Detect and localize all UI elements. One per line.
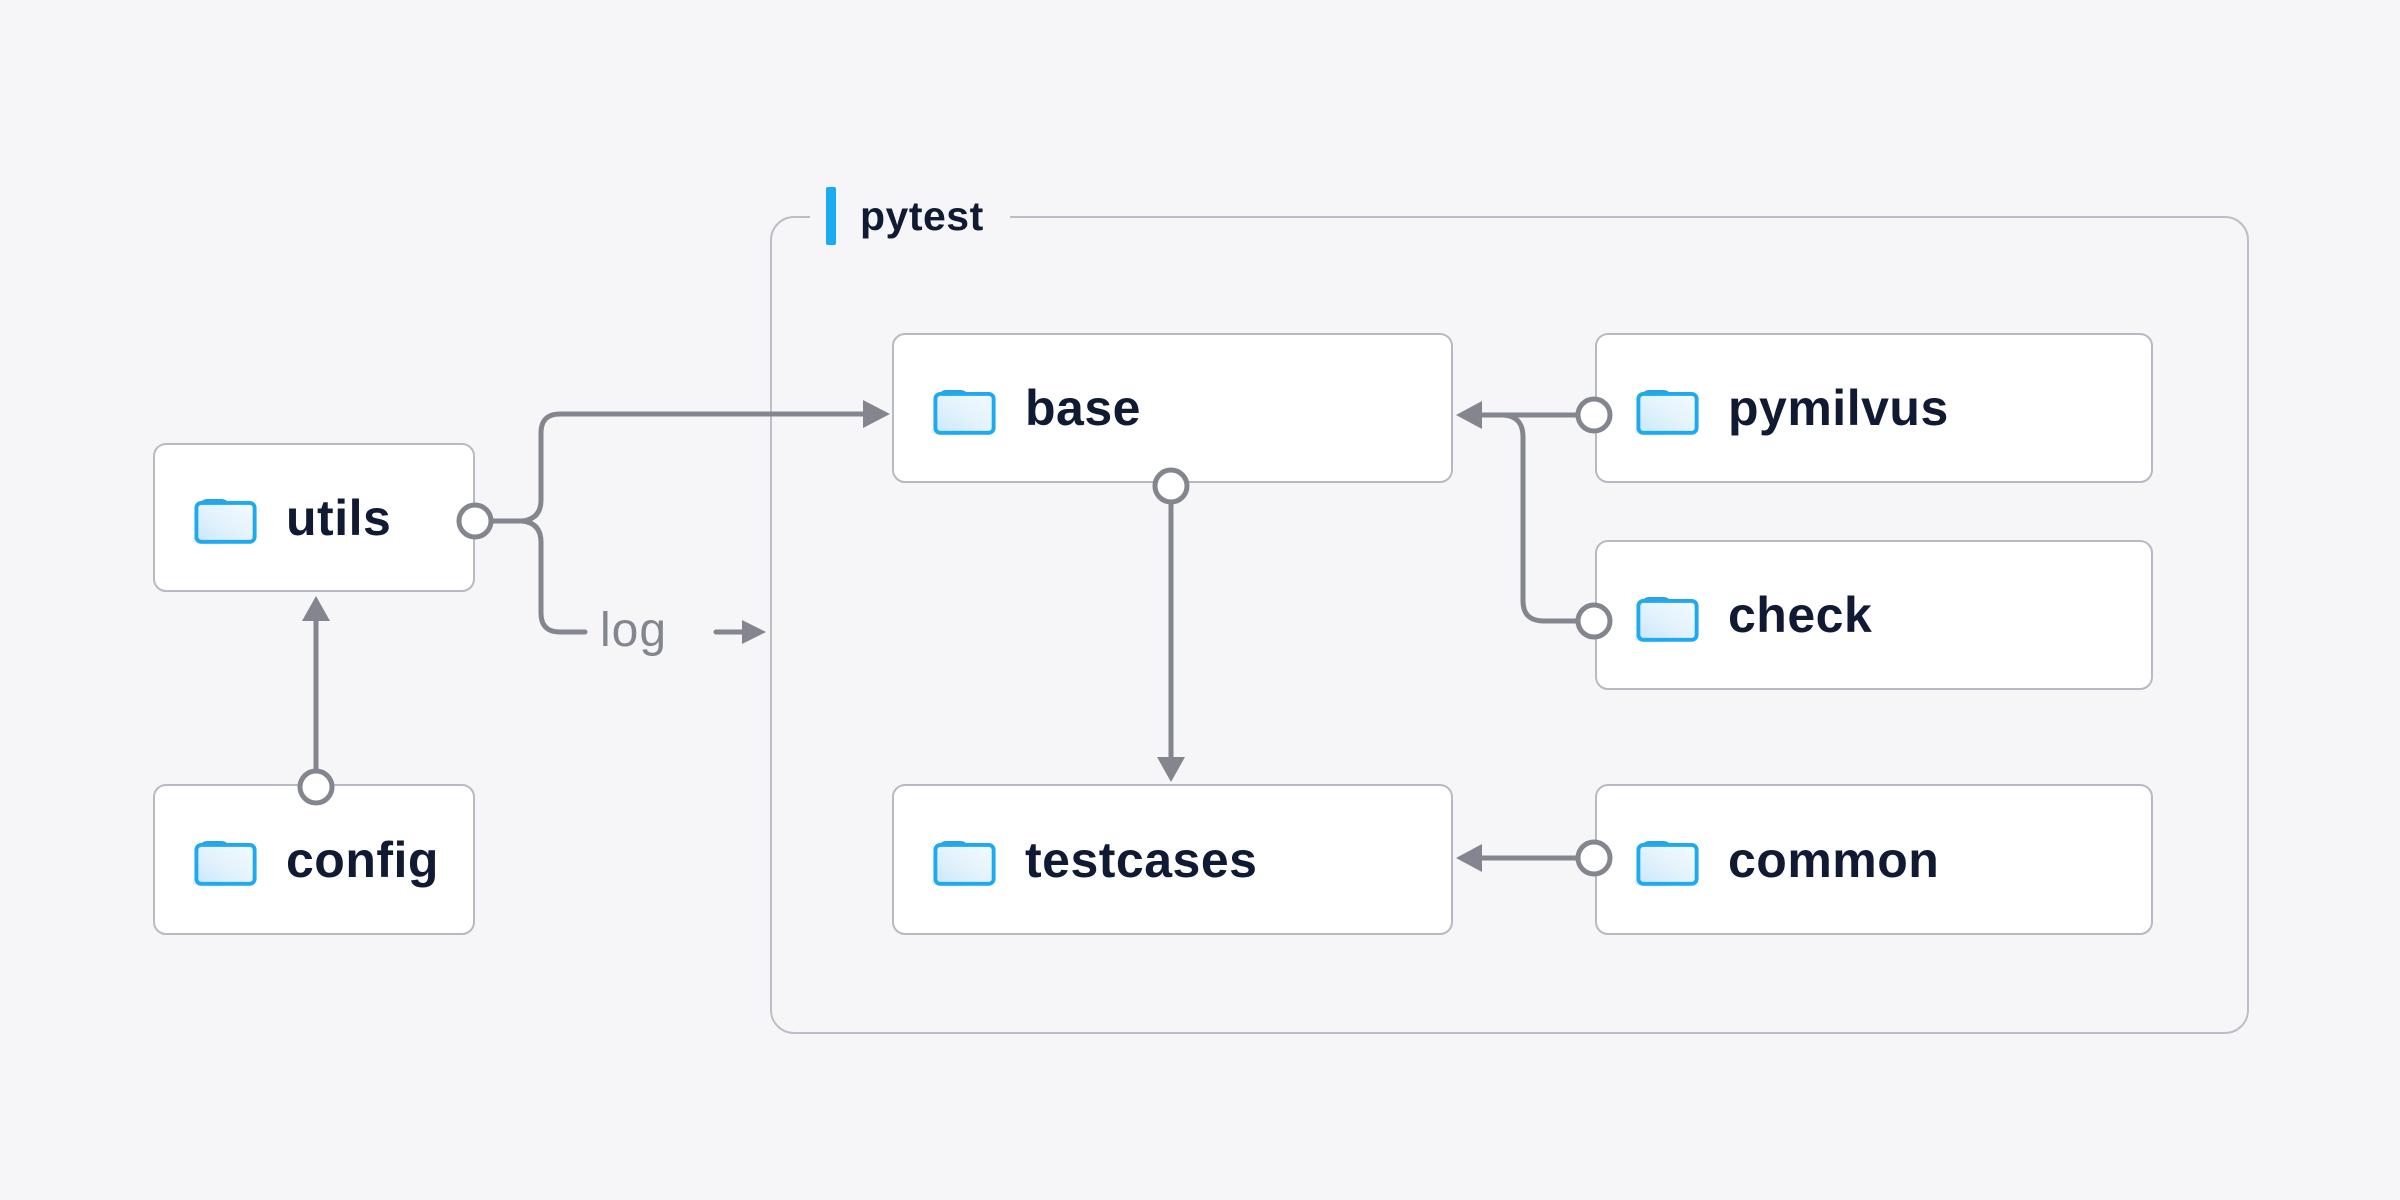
node-utils: utils [153, 443, 475, 592]
node-label: testcases [1025, 831, 1258, 888]
accent-bar-icon [826, 187, 836, 245]
folder-icon [1635, 841, 1699, 887]
node-label: base [1025, 380, 1141, 436]
edge-config-utils-arrowhead [302, 596, 330, 621]
node-base: base [892, 333, 1453, 483]
node-label: config [286, 831, 439, 888]
node-label: common [1728, 831, 1940, 888]
node-config: config [153, 784, 475, 935]
pytest-label-text: pytest [860, 192, 984, 239]
node-label: check [1728, 587, 1873, 643]
folder-icon [932, 841, 996, 887]
folder-icon [193, 841, 257, 887]
node-pymilvus: pymilvus [1595, 333, 2153, 483]
node-testcases: testcases [892, 784, 1453, 935]
pytest-container-label: pytest [810, 181, 1010, 251]
node-check: check [1595, 540, 2153, 690]
node-common: common [1595, 784, 2153, 935]
folder-icon [1635, 596, 1699, 643]
edge-log-arrowhead [742, 620, 766, 644]
node-label: pymilvus [1728, 380, 1949, 436]
edge-label-log: log [600, 604, 668, 657]
folder-icon [193, 499, 257, 545]
folder-icon [1635, 389, 1699, 436]
folder-icon [932, 389, 996, 436]
edge-utils-log-line [519, 518, 588, 635]
node-label: utils [286, 489, 392, 546]
pytest-container [770, 216, 2249, 1034]
